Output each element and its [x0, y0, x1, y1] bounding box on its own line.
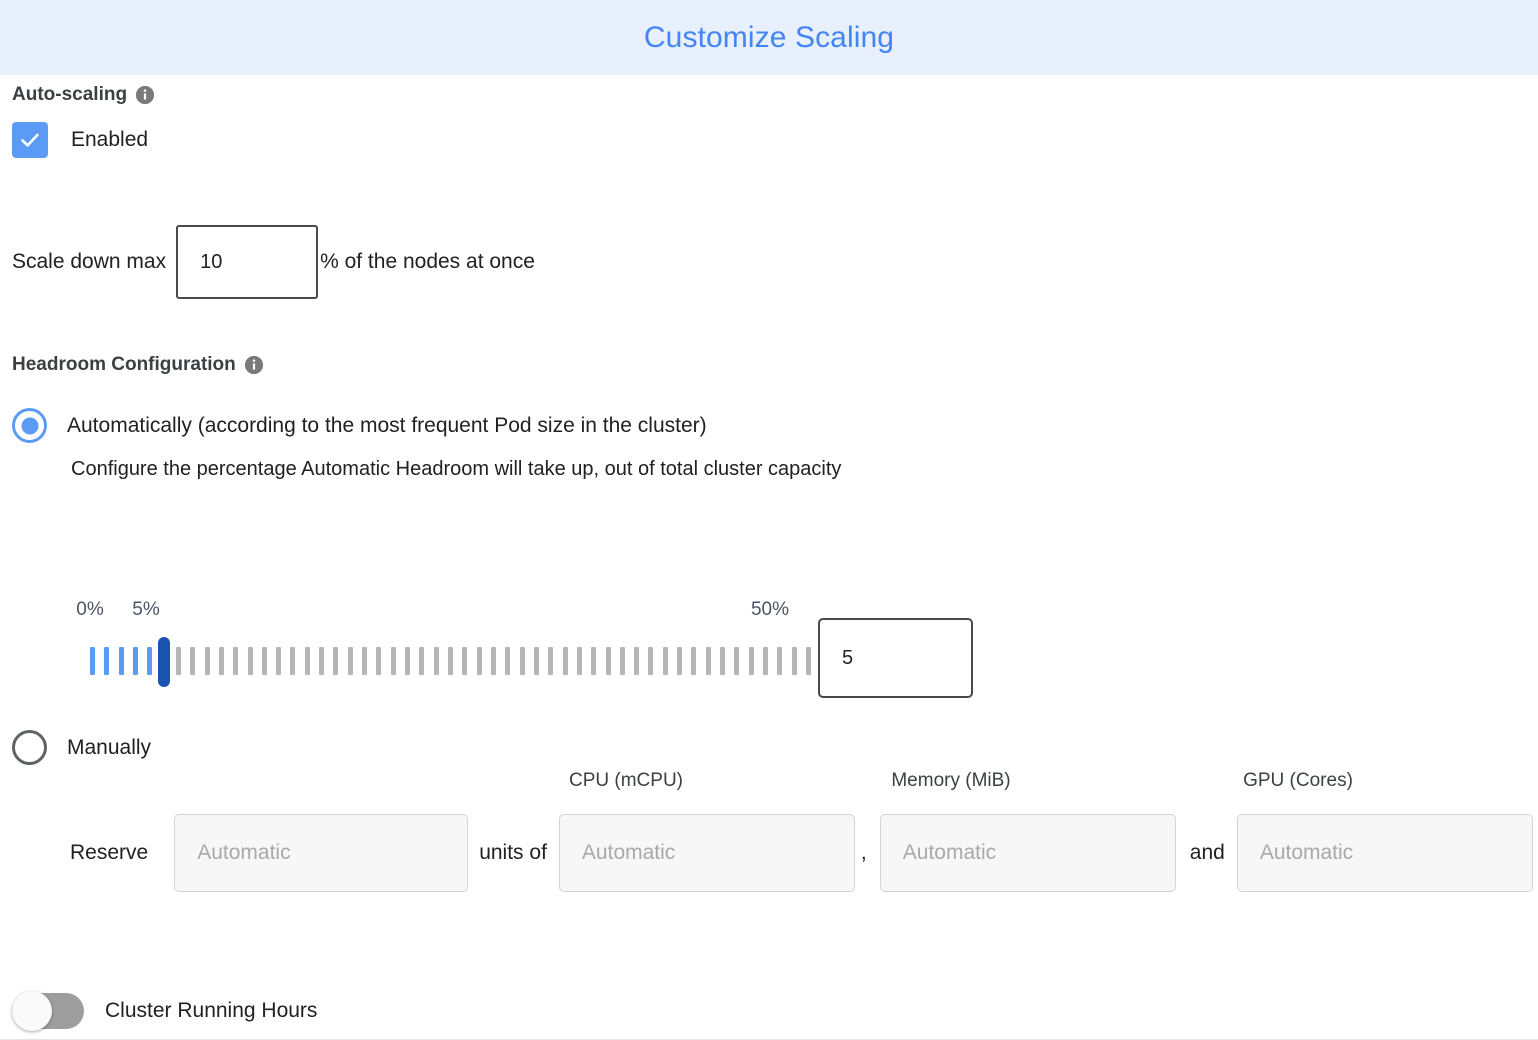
slider-tick: [90, 647, 95, 675]
slider-tick: [376, 647, 382, 675]
slider-tick: [390, 647, 396, 675]
slider-tick: [806, 647, 811, 675]
slider-tick: [304, 647, 310, 675]
slider-tick: [132, 647, 138, 675]
memory-field-header: Memory (MiB): [891, 770, 1011, 791]
manual-reserve-inputs: Reserve units of , and: [70, 814, 1533, 892]
slider-tick: [190, 647, 196, 675]
slider-tick: [448, 647, 453, 675]
cluster-running-hours-row[interactable]: Cluster Running Hours: [12, 991, 318, 1031]
dialog-header: Customize Scaling: [0, 0, 1538, 75]
slider-tick: [662, 647, 668, 675]
slider-tick: [591, 647, 597, 675]
slider-current-label: 5%: [132, 599, 160, 620]
slider-tick: [734, 647, 740, 675]
headroom-configuration-section-label: Headroom Configuration: [12, 354, 263, 376]
slider-tick: [533, 647, 539, 675]
slider-thumb[interactable]: [158, 637, 171, 687]
slider-track[interactable]: [78, 637, 811, 687]
slider-tick: [619, 647, 625, 675]
slider-tick: [247, 647, 253, 675]
info-icon[interactable]: [244, 356, 263, 374]
radio-manually[interactable]: [12, 730, 47, 765]
slider-tick: [204, 647, 210, 675]
radio-automatically[interactable]: [12, 408, 47, 443]
slider-tick: [562, 647, 568, 675]
page-title: Customize Scaling: [643, 20, 895, 54]
slider-tick: [576, 647, 582, 675]
slider-tick: [362, 647, 368, 675]
scale-down-max-suffix: % of the nodes at once: [320, 250, 535, 273]
slider-tick: [505, 647, 511, 675]
radio-automatically-label: Automatically (according to the most fre…: [67, 413, 707, 437]
units-of-label: units of: [479, 841, 547, 864]
headroom-help-text: Configure the percentage Automatic Headr…: [71, 458, 842, 480]
slider-tick: [419, 647, 425, 675]
slider-tick: [634, 647, 640, 675]
slider-tick: [791, 647, 797, 675]
comma-separator: ,: [860, 841, 867, 864]
slider-tick: [677, 647, 683, 675]
slider-tick: [175, 647, 181, 675]
headroom-option-automatically[interactable]: Automatically (according to the most fre…: [12, 408, 707, 443]
slider-tick: [405, 647, 411, 675]
slider-tick: [333, 647, 339, 675]
slider-tick: [276, 647, 282, 675]
slider-tick: [118, 647, 124, 675]
reserve-memory-input[interactable]: [879, 814, 1176, 892]
reserve-gpu-input[interactable]: [1236, 814, 1533, 892]
slider-tick-labels: 0% 5% 50%: [76, 599, 808, 627]
slider-tick: [319, 647, 325, 675]
toggle-knob: [12, 991, 52, 1031]
slider-tick: [705, 647, 711, 675]
enabled-checkbox[interactable]: [12, 122, 48, 158]
enabled-label: Enabled: [71, 128, 149, 151]
slider-tick: [648, 647, 654, 675]
slider-tick: [720, 647, 726, 675]
slider-tick: [519, 647, 525, 675]
scale-down-max-input[interactable]: [176, 225, 319, 299]
slider-tick: [433, 647, 439, 675]
reserve-cpu-input[interactable]: [558, 814, 855, 892]
cluster-running-hours-label: Cluster Running Hours: [105, 999, 318, 1022]
slider-min-label: 0%: [76, 599, 104, 620]
headroom-percentage-input[interactable]: [818, 618, 973, 698]
slider-max-label: 50%: [750, 599, 790, 620]
slider-tick: [290, 647, 296, 675]
cluster-running-hours-toggle[interactable]: [12, 991, 84, 1031]
slider-tick: [147, 647, 153, 675]
manual-field-headers: CPU (mCPU) Memory (MiB) GPU (Cores): [70, 770, 1520, 802]
slider-tick: [347, 647, 353, 675]
slider-tick: [605, 647, 611, 675]
headroom-option-manually[interactable]: Manually: [12, 730, 151, 765]
auto-scaling-section-label: Auto-scaling: [12, 84, 155, 106]
auto-scaling-enabled-row[interactable]: Enabled: [12, 122, 148, 158]
slider-tick: [233, 647, 239, 675]
slider-tick: [218, 647, 224, 675]
gpu-field-header: GPU (Cores): [1243, 770, 1353, 791]
slider-tick: [104, 647, 110, 675]
slider-tick: [748, 647, 754, 675]
manual-reserve-row: CPU (mCPU) Memory (MiB) GPU (Cores) Rese…: [70, 770, 1533, 892]
auto-scaling-label-text: Auto-scaling: [12, 84, 128, 105]
slider-tick: [490, 647, 496, 675]
and-separator: and: [1189, 841, 1225, 864]
reserve-label: Reserve: [70, 841, 149, 864]
info-icon[interactable]: [136, 86, 155, 104]
cpu-field-header: CPU (mCPU): [569, 770, 683, 791]
slider-tick: [261, 647, 267, 675]
scale-down-max-label: Scale down max: [12, 250, 167, 273]
slider-tick: [476, 647, 482, 675]
scale-down-max-row: Scale down max % of the nodes at once: [12, 225, 535, 299]
slider-tick: [691, 647, 697, 675]
slider-tick: [548, 647, 554, 675]
slider-tick: [763, 647, 769, 675]
radio-manually-label: Manually: [67, 735, 152, 759]
reserve-units-input[interactable]: [174, 814, 469, 892]
headroom-label-text: Headroom Configuration: [12, 354, 236, 375]
headroom-percentage-slider[interactable]: 0% 5% 50%: [76, 599, 811, 709]
slider-tick: [462, 647, 468, 675]
slider-tick: [777, 647, 783, 675]
